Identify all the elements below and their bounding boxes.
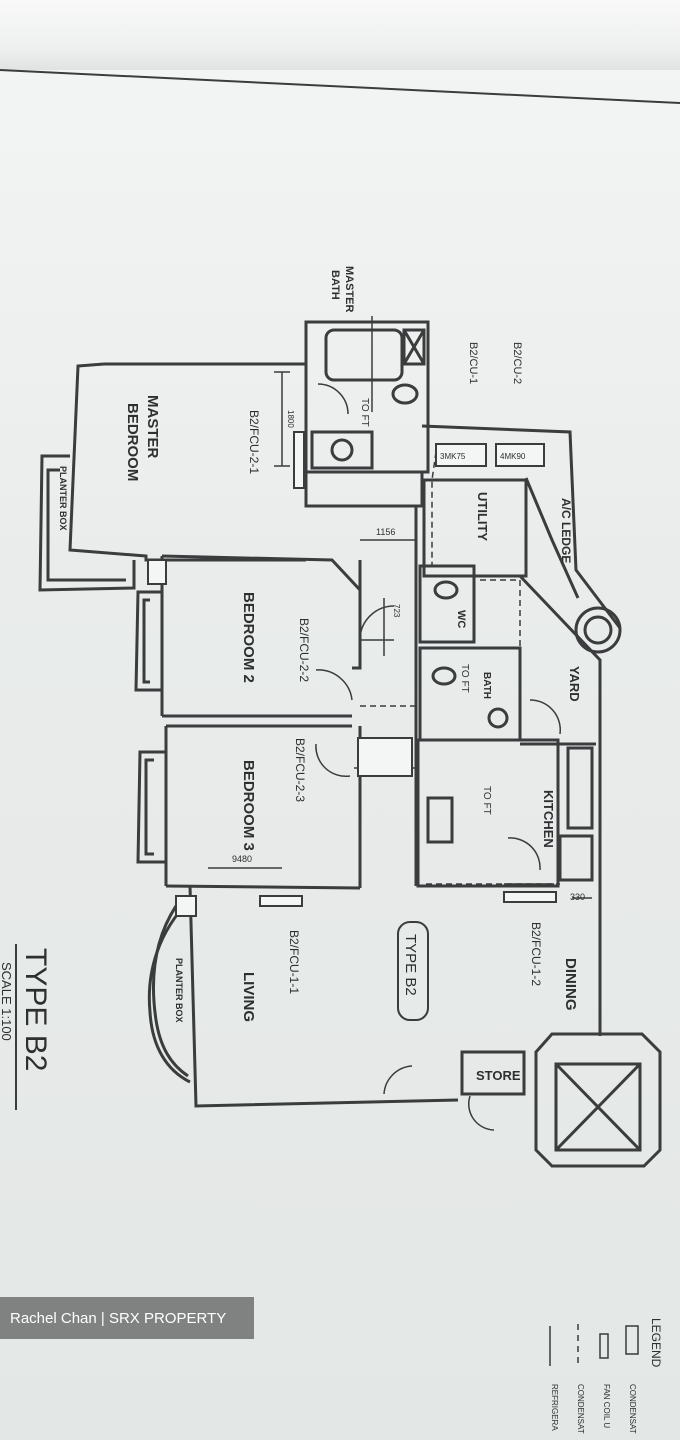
dim-1156: 1156 [376,527,395,537]
legend-swatch-fan-coil [599,1333,609,1359]
label-fcu-bed2: B2/FCU-2-2 [297,618,311,682]
label-store: STORE [476,1068,521,1083]
label-fcu-bed3: B2/FCU-2-3 [293,738,307,802]
label-cu-2: B2/CU-2 [511,342,523,384]
label-yard: YARD [567,666,582,702]
label-bedroom-3: BEDROOM 3 [240,760,257,851]
detail-lines [208,316,592,1131]
label-fcu-master: B2/FCU-2-1 [247,410,261,474]
label-dining: DINING [562,958,579,1011]
label-living: LIVING [240,972,257,1022]
legend-item-4: REFRIGERA [550,1384,559,1431]
label-cu-1: B2/CU-1 [467,342,479,384]
wall-lines [38,320,662,1168]
plan-scale: SCALE 1:100 [0,962,14,1041]
legend-swatch-condensing-unit [625,1325,639,1355]
label-planter-box-bottom: PLANTER BOX [174,958,184,1023]
dim-723: 723 [392,604,401,618]
label-wc: WC [455,610,467,628]
sheet-border-line [0,69,680,104]
label-ac-ledge: A/C LEDGE [559,498,573,563]
dim-330: 330 [570,892,585,902]
type-tag-frame [397,921,429,1021]
legend-item-3: CONDENSAT [576,1384,585,1434]
label-bath: BATH [481,672,492,699]
legend-item-2: FAN COIL U [602,1384,611,1428]
note-to-ft-1: TO FT [359,398,370,427]
legend-title: LEGEND [649,1318,663,1368]
type-tag-label: TYPE B2 [402,934,419,996]
sheet-top-edge [0,0,680,70]
label-fcu-living: B2/FCU-1-1 [287,930,301,994]
label-cu-tag-2: 4MK90 [500,452,526,461]
label-fcu-dining: B2/FCU-1-2 [529,922,543,986]
label-cu-tag-1: 3MK75 [440,452,466,461]
fcu-boxes [147,431,557,917]
label-master-bedroom-2: BEDROOM [124,403,141,481]
label-kitchen: KITCHEN [541,790,556,848]
legend-item-1: CONDENSAT [628,1384,637,1434]
label-planter-box-top: PLANTER BOX [58,466,68,531]
label-master-bedroom-1: MASTER [144,395,161,459]
label-master-bath-2: BATH [329,270,341,300]
watermark: Rachel Chan | SRX PROPERTY [0,1297,254,1339]
note-to-ft-3: TO FT [481,786,492,815]
plan-title: TYPE B2 [19,948,52,1071]
note-to-ft-2: TO FT [459,664,470,693]
dim-9480: 9480 [232,854,252,864]
label-bedroom-2: BEDROOM 2 [240,592,257,683]
label-utility: UTILITY [475,492,490,541]
label-master-bath-1: MASTER [343,266,355,313]
dim-1800: 1800 [286,410,295,428]
